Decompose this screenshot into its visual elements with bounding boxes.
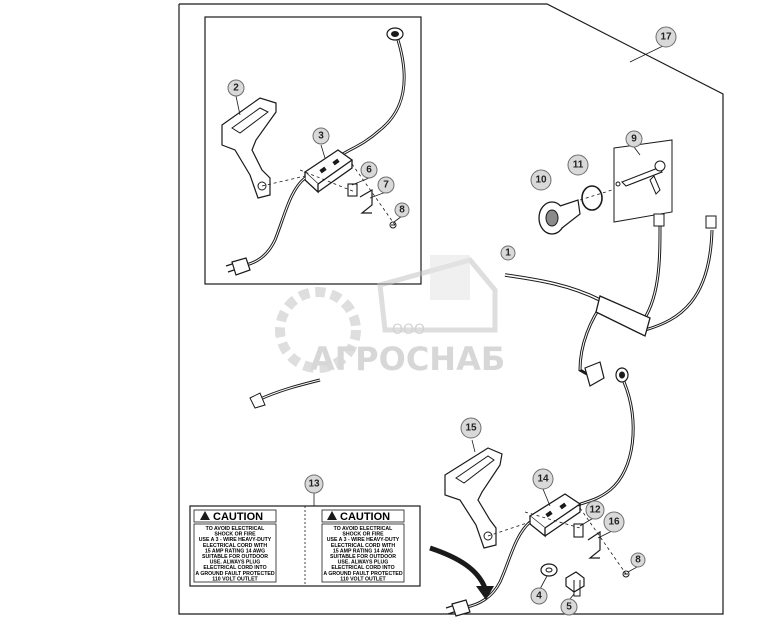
harness-branch-1 <box>638 224 662 326</box>
callout-3: 3 <box>312 127 330 145</box>
caution-heading-right: CAUTION <box>340 511 390 523</box>
connector-branch-1 <box>653 213 665 227</box>
caution-line-right-2: SHOCK OR FIRE <box>342 532 384 538</box>
washer-part-4 <box>540 563 558 577</box>
o-ring-part-11 <box>581 185 603 211</box>
caution-line-right-10: 110 VOLT OUTLET <box>340 576 386 582</box>
caution-line-left-1: TO AVOID ELECTRICAL <box>206 526 266 532</box>
callout-8-inset-label: 8 <box>399 205 405 216</box>
caution-line-left-6: SUITABLE FOR OUTDOOR <box>202 554 268 560</box>
kit-panel-part-9 <box>613 139 673 223</box>
elbow-connector <box>584 361 629 387</box>
spacer-part-6 <box>347 183 358 197</box>
caution-line-right-7: USE. ALWAYS PLUG <box>338 560 389 566</box>
assembly-line-lower <box>487 507 627 575</box>
bolt-part-5 <box>565 571 585 597</box>
caution-line-right-3: USE A 3 - WIRE HEAVY-DUTY <box>327 537 400 543</box>
callout-1: 1 <box>500 245 516 261</box>
assembly-line-inset <box>261 163 396 226</box>
callout-9: 9 <box>625 130 643 148</box>
caution-line-right-6: SUITABLE FOR OUTDOOR <box>330 554 396 560</box>
caution-line-right-5: 15 AMP RATING 14 AWG <box>333 548 393 554</box>
callout-7-label: 7 <box>383 180 389 191</box>
callout-17: 17 <box>655 26 677 48</box>
caution-line-left-10: 110 VOLT OUTLET <box>212 576 258 582</box>
curved-arrow <box>429 545 494 600</box>
callout-15-label: 15 <box>465 423 477 434</box>
caution-line-right-1: TO AVOID ELECTRICAL <box>334 526 394 532</box>
callout-14: 14 <box>532 468 554 490</box>
clip-part-16 <box>587 530 601 559</box>
watermark: ООО АГРОСНАБ <box>275 255 505 378</box>
callout-5-label: 5 <box>566 602 572 613</box>
callout-13-label: 13 <box>308 479 320 490</box>
callout-10-label: 10 <box>535 175 547 186</box>
caution-line-right-4: ELECTRICAL CORD WITH <box>331 543 395 549</box>
watermark-company: АГРОСНАБ <box>310 340 505 378</box>
callout-11-label: 11 <box>573 160 584 171</box>
connector-top <box>386 27 404 41</box>
callout-8-lower-label: 8 <box>635 555 641 566</box>
caution-line-right-8: ELECTRICAL CORD INTO <box>331 565 394 571</box>
bracket-part-2 <box>221 97 277 199</box>
callout-3-label: 3 <box>318 131 324 142</box>
callout-16: 16 <box>603 511 625 533</box>
caution-line-left-7: USE. ALWAYS PLUG <box>210 560 261 566</box>
callout-4: 4 <box>530 587 548 605</box>
gfci-part-14 <box>528 493 582 538</box>
callout-13: 13 <box>304 474 324 494</box>
caution-line-left-4: ELECTRICAL CORD WITH <box>203 543 267 549</box>
screw-part-8-inset <box>389 221 397 229</box>
callout-2-label: 2 <box>233 83 239 94</box>
cord-inset-upper <box>333 39 406 162</box>
caution-heading-left: CAUTION <box>213 511 263 523</box>
caution-line-left-8: ELECTRICAL CORD INTO <box>203 565 266 571</box>
watermark-prefix: ООО <box>392 322 425 338</box>
plug-inset <box>225 257 251 276</box>
callout-1-label: 1 <box>505 248 511 259</box>
callout-12-label: 12 <box>589 505 601 516</box>
bracket-part-15 <box>444 447 503 549</box>
callout-10: 10 <box>530 169 552 191</box>
callout-8-inset: 8 <box>394 202 410 218</box>
plug-lower <box>445 599 471 617</box>
clip-part-7 <box>359 188 373 214</box>
inlet-part-10 <box>538 199 581 235</box>
spacer-part-12 <box>573 523 584 538</box>
callout-6: 6 <box>360 161 378 179</box>
diagram-border <box>178 3 724 615</box>
callout-8-lower: 8 <box>630 552 646 568</box>
callout-16-label: 16 <box>608 517 620 528</box>
harness-left-end <box>257 378 321 402</box>
callout-5: 5 <box>560 598 578 616</box>
cord-lower-upper <box>577 381 635 507</box>
callout-9-label: 9 <box>631 134 637 145</box>
callout-14-label: 14 <box>537 474 549 485</box>
caution-line-left-3: USE A 3 - WIRE HEAVY-DUTY <box>199 537 272 543</box>
caution-line-left-2: SHOCK OR FIRE <box>214 532 256 538</box>
callout-6-label: 6 <box>366 165 372 176</box>
caution-line-left-9: A GROUND FAULT PROTECTED <box>195 571 275 577</box>
callout-4-label: 4 <box>536 591 542 602</box>
callout-11: 11 <box>567 154 589 176</box>
caution-line-left-5: 15 AMP RATING 14 AWG <box>205 548 265 554</box>
callout-15: 15 <box>460 417 482 439</box>
gfci-part-3 <box>303 149 354 194</box>
callout-17-label: 17 <box>660 32 672 43</box>
cord-lower-lower <box>465 520 532 609</box>
inset-box <box>204 16 422 285</box>
caution-line-right-9: A GROUND FAULT PROTECTED <box>323 571 403 577</box>
callout-12: 12 <box>585 500 605 520</box>
callout-2: 2 <box>227 79 245 97</box>
callout-7: 7 <box>377 176 395 194</box>
connector-branch-2 <box>705 215 717 229</box>
cord-inset-lower <box>245 176 306 267</box>
harness-branch-2 <box>644 229 714 332</box>
